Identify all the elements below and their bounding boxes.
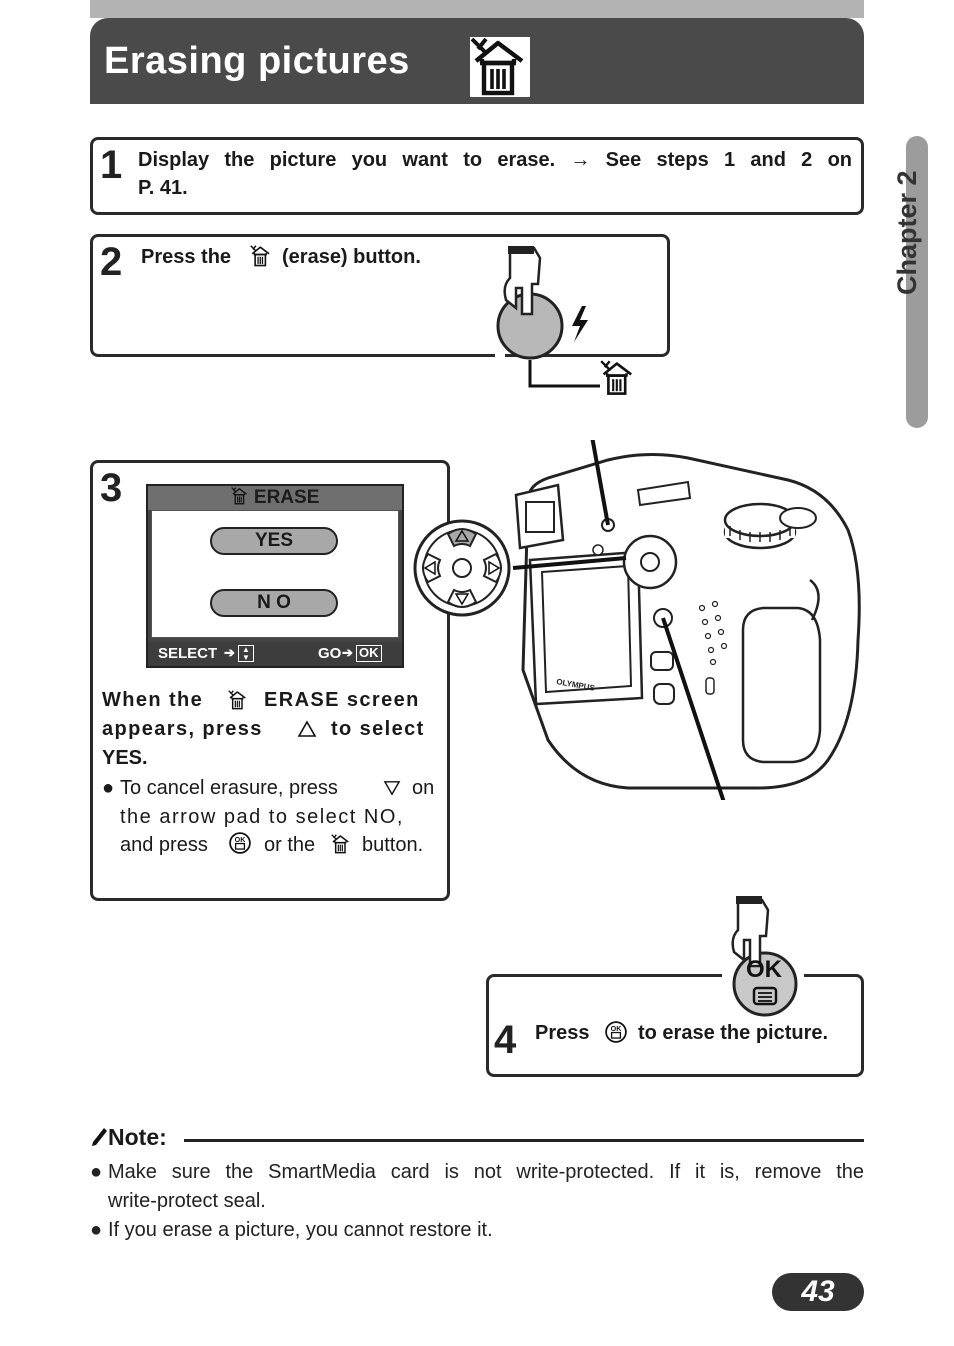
step3-bullet-c: the arrow pad to select NO, xyxy=(120,806,404,828)
lcd-title-bar: ERASE xyxy=(148,486,402,510)
note-divider xyxy=(184,1139,864,1142)
header-top-strip xyxy=(90,0,864,18)
arrow-right-icon: ➔ xyxy=(224,645,235,660)
step1-number: 1 xyxy=(100,143,123,187)
pencil-icon xyxy=(90,1126,108,1153)
press-erase-illustration xyxy=(480,238,660,413)
step2-text-before: Press the xyxy=(141,246,232,268)
step4-box xyxy=(486,974,864,1077)
lcd-yes-option: YES xyxy=(210,527,338,555)
step3-bullet-d: and press xyxy=(120,834,208,856)
note-item-1: Make sure the SmartMedia card is not wri… xyxy=(108,1161,864,1183)
chapter-tab xyxy=(906,136,928,428)
erase-button-label-icon xyxy=(599,359,636,401)
step2-text-after: (erase) button. xyxy=(282,246,421,268)
up-down-icon: ▲▼ xyxy=(238,645,254,662)
erase-trash-icon xyxy=(470,37,530,97)
note-label: Note: xyxy=(108,1124,167,1150)
lcd-select-label: SELECT xyxy=(158,645,218,662)
lcd-ok-label: OK xyxy=(356,645,382,662)
lcd-title: ERASE xyxy=(253,487,320,508)
step3-instr-d: to select xyxy=(331,718,425,740)
lcd-footer: SELECT ➔ ▲▼ GO ➔ OK xyxy=(148,642,402,666)
step4-number: 4 xyxy=(494,1018,517,1062)
step4-text-after: to erase the picture. xyxy=(638,1022,829,1044)
arrow-pad-illustration xyxy=(412,518,512,623)
page-title: Erasing pictures xyxy=(104,40,410,82)
press-ok-illustration xyxy=(720,890,810,1025)
arrow-right-icon: ➔ xyxy=(342,645,353,660)
note-item-1-cont: write-protect seal. xyxy=(108,1190,266,1212)
step3-instr-b: ERASE screen xyxy=(264,689,420,711)
erase-icon xyxy=(249,244,272,272)
step3-bullet-f: button. xyxy=(362,834,424,856)
step3-instr-a: When the xyxy=(102,689,204,711)
step1-text-line2: P. 41. xyxy=(138,177,188,199)
step1-box xyxy=(90,137,864,215)
ok-button-icon xyxy=(605,1021,627,1048)
camera-illustration: OLYMPUS xyxy=(508,391,868,891)
step3-bullet-a: To cancel erasure, press xyxy=(120,777,338,799)
triangle-up-icon xyxy=(297,720,317,743)
step1-text-line1: Display the picture you want to erase. →… xyxy=(138,149,852,171)
page-number: 43 xyxy=(772,1273,864,1311)
step3-number: 3 xyxy=(100,466,123,510)
triangle-down-icon xyxy=(383,780,401,801)
bullet-dot: ● xyxy=(90,1161,103,1183)
lcd-no-option: N O xyxy=(210,589,338,617)
note-item-2: If you erase a picture, you cannot resto… xyxy=(108,1219,493,1241)
step2-number: 2 xyxy=(100,240,123,284)
chapter-label: Chapter 2 xyxy=(892,170,922,295)
step4-text-before: Press xyxy=(535,1022,590,1044)
erase-icon xyxy=(330,833,351,859)
lcd-go-label: GO xyxy=(318,645,342,662)
ok-button-icon xyxy=(229,832,251,859)
step3-instr-c: appears, press xyxy=(102,718,263,740)
step3-bullet-e: or the xyxy=(264,834,316,856)
ok-button-label: OK xyxy=(746,956,782,983)
step3-bullet-b: on xyxy=(412,777,435,799)
bullet-dot: ● xyxy=(90,1219,103,1241)
erase-icon xyxy=(230,486,247,505)
bullet-dot: ● xyxy=(102,777,115,799)
step3-instr-e: YES. xyxy=(102,747,148,769)
step2-box xyxy=(90,234,670,357)
erase-icon xyxy=(227,689,248,715)
